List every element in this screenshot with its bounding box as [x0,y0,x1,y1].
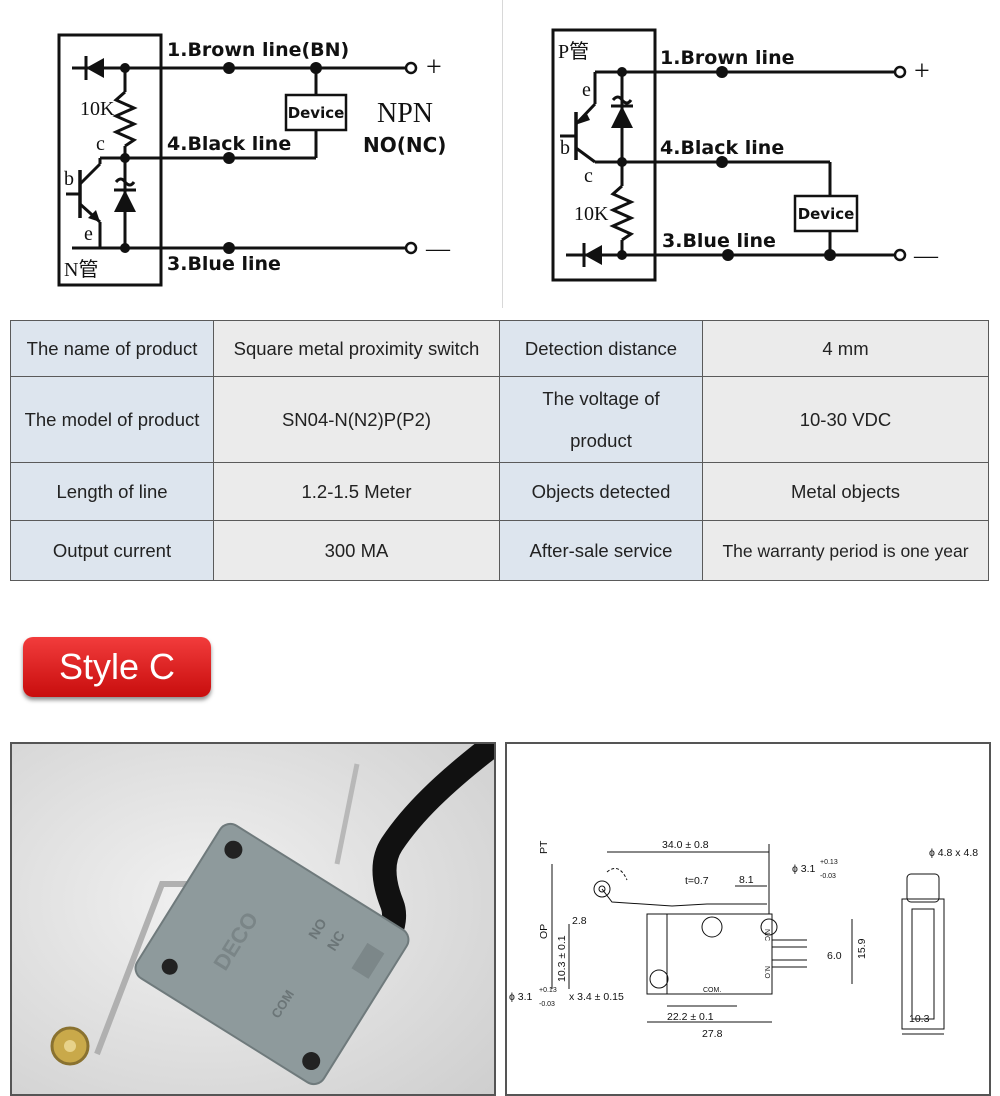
spec-key: Objects detected [499,462,703,521]
minus-terminal: — [425,236,451,262]
spec-value: The warranty period is one year [702,520,989,581]
style-c-badge: Style C [23,637,211,697]
dim-28: 2.8 [572,915,587,927]
base-label: b [560,137,570,159]
resistor-label: 10K [80,98,115,120]
npn-type-label: NPN [377,98,433,129]
spec-value: 1.2-1.5 Meter [213,462,500,521]
diagram-divider [502,0,503,308]
dim-222: 22.2 ± 0.1 [667,1011,714,1023]
emitter-label: e [84,223,93,245]
dim-thickness: t=0.7 [685,875,709,887]
spec-key: Output current [10,520,214,581]
tol-hole-minus: -0.03 [820,873,836,880]
collector-label: c [584,165,593,187]
table-row: Length of line 1.2-1.5 Meter Objects det… [10,462,989,521]
sensor-box [551,28,657,282]
spec-value: 10-30 VDC [702,376,989,463]
switch-photo: NO NC COM DECO [10,742,496,1096]
op-label: OP [538,924,550,939]
dim-60: 6.0 [827,950,842,962]
com-label: COM. [703,987,721,994]
brown-line-label: 1.Brown line [660,47,794,69]
tol-hole-plus: +0.13 [820,859,838,866]
dim-hole2: ϕ 3.1 [509,991,533,1003]
tol-hole2-plus: +0.13 [539,987,557,994]
pnp-wiring-diagram: Device P管 1.Brown line 4.Black line 3.Bl… [500,0,1000,305]
plus-terminal: + [426,52,442,83]
device-label: Device [288,104,345,122]
mode-label: NO(NC) [363,133,446,157]
minus-terminal: — [913,243,939,269]
table-row: Output current 300 MA After-sale service… [10,520,989,581]
switch-outline [646,913,773,995]
spec-value: 300 MA [213,520,500,581]
table-row: The model of product SN04-N(N2)P(P2) The… [10,376,989,463]
spec-value: 4 mm [702,320,989,377]
no-label: N.O [763,966,770,979]
plus-terminal: + [914,56,930,87]
resistor-label: 10K [574,203,609,225]
dim-278: 27.8 [702,1028,723,1040]
spec-key: The name of product [10,320,214,377]
dim-slot: x 3.4 ± 0.15 [569,991,624,1003]
emitter-label: e [582,79,591,101]
sensor-box [57,33,163,287]
spec-value: Metal objects [702,462,989,521]
base-label: b [64,168,74,190]
spec-value: SN04-N(N2)P(P2) [213,376,500,463]
top-lever [334,763,360,865]
dim-roller: ϕ 4.8 x 4.8 [929,847,978,859]
brown-line-label: 1.Brown line(BN) [167,39,349,61]
pt-label: PT [538,840,550,854]
dimension-drawing: 34.0 ± 0.8 t=0.7 8.1 ϕ 3.1 +0.13 -0.03 2… [505,742,991,1096]
device-box [284,93,348,132]
dim-side: 10.3 [909,1013,930,1025]
blue-line-label: 3.Blue line [167,253,281,275]
table-row: The name of product Square metal proximi… [10,320,989,377]
spec-key: Detection distance [499,320,703,377]
n-tube-label: N管 [64,258,98,281]
switch-body: NO NC COM DECO [134,822,410,1086]
black-line-label: 4.Black line [660,137,784,159]
device-label: Device [798,205,855,223]
dim-159: 15.9 [856,938,868,959]
npn-wiring-diagram: Device 1.Brown line(BN) 4.Black line 3.B… [0,0,500,305]
collector-label: c [96,133,105,155]
dim-hole: ϕ 3.1 [792,863,816,875]
spec-key: Length of line [10,462,214,521]
dim-width: 34.0 ± 0.8 [662,839,709,851]
dim-103: 10.3 ± 0.1 [556,935,568,982]
spec-key: After-sale service [499,520,703,581]
spec-table: The name of product Square metal proximi… [10,320,989,581]
tol-hole2-minus: -0.03 [539,1001,555,1008]
spec-key: The voltage of product [499,376,703,463]
p-tube-label: P管 [558,40,589,63]
blue-line-label: 3.Blue line [662,230,776,252]
device-box [793,194,859,233]
spec-key: The model of product [10,376,214,463]
nc-label: N.C [763,929,770,941]
black-line-label: 4.Black line [167,133,291,155]
spec-value: Square metal proximity switch [213,320,500,377]
dim-81: 8.1 [739,874,754,886]
